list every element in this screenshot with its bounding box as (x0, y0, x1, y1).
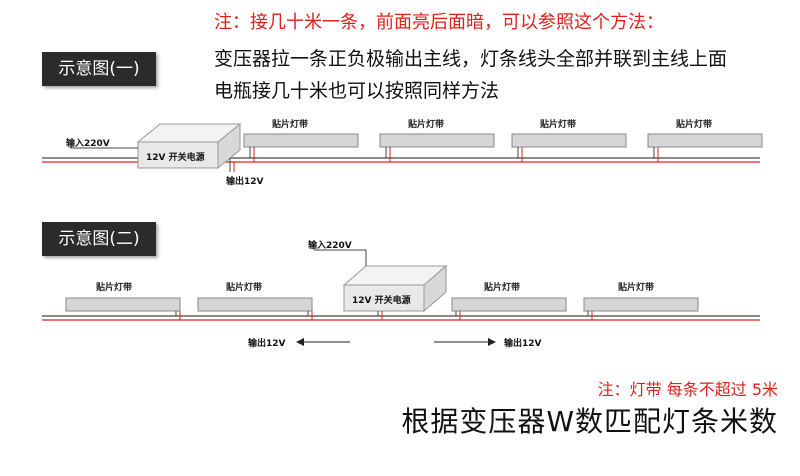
d2-strip-1 (65, 297, 181, 320)
d1-strip-label-1: 贴片灯带 (272, 120, 309, 130)
d2-strip-label-4: 贴片灯带 (618, 283, 655, 293)
d1-psu-label: 12V 开关电源 (146, 153, 205, 163)
d1-strip-4 (647, 133, 763, 162)
d2-input-label: 输入220V (308, 241, 352, 251)
d2-strip-label-2: 贴片灯带 (226, 283, 263, 293)
d1-output-label: 输出12V (226, 177, 264, 187)
d1-strip-label-2: 贴片灯带 (408, 120, 445, 130)
d2-strip-label-1: 贴片灯带 (96, 283, 133, 293)
d1-strip-3 (511, 133, 627, 162)
header-line2: 电瓶接几十米也可以按照同样方法 (214, 80, 500, 102)
d2-strip-3 (451, 297, 567, 320)
d2-strip-label-3: 贴片灯带 (484, 283, 521, 293)
d2-psu-front (343, 284, 425, 312)
d1-strip-2 (379, 133, 495, 162)
d2-output-right-label: 输出12V (504, 339, 542, 349)
d2-output-left-label: 输出12V (248, 339, 286, 349)
footer-big-text: 根据变压器W数匹配灯条米数 (401, 405, 778, 438)
d2-strip-2 (197, 297, 313, 320)
d1-psu-front (137, 141, 219, 169)
footer-note: 注：灯带 每条不超过 5米 (597, 380, 778, 399)
header-note: 注：接几十米一条，前面亮后面暗，可以参照这个方法： (214, 12, 664, 33)
d2-psu-label: 12V 开关电源 (352, 296, 411, 306)
d2-psu-side (423, 264, 447, 313)
d1-psu-side (217, 122, 241, 170)
d1-strip-label-4: 贴片灯带 (676, 120, 713, 130)
d1-strip-1 (243, 133, 359, 162)
diagram1-tag: 示意图(一) (42, 52, 156, 86)
header-line1: 变压器拉一条正负极输出主线，灯条线头全部并联到主线上面 (214, 48, 728, 70)
d1-input-label: 输入220V (66, 139, 110, 149)
d2-strip-4 (583, 297, 699, 320)
diagram2-tag: 示意图(二) (42, 222, 156, 256)
d1-strip-label-3: 贴片灯带 (540, 120, 577, 130)
